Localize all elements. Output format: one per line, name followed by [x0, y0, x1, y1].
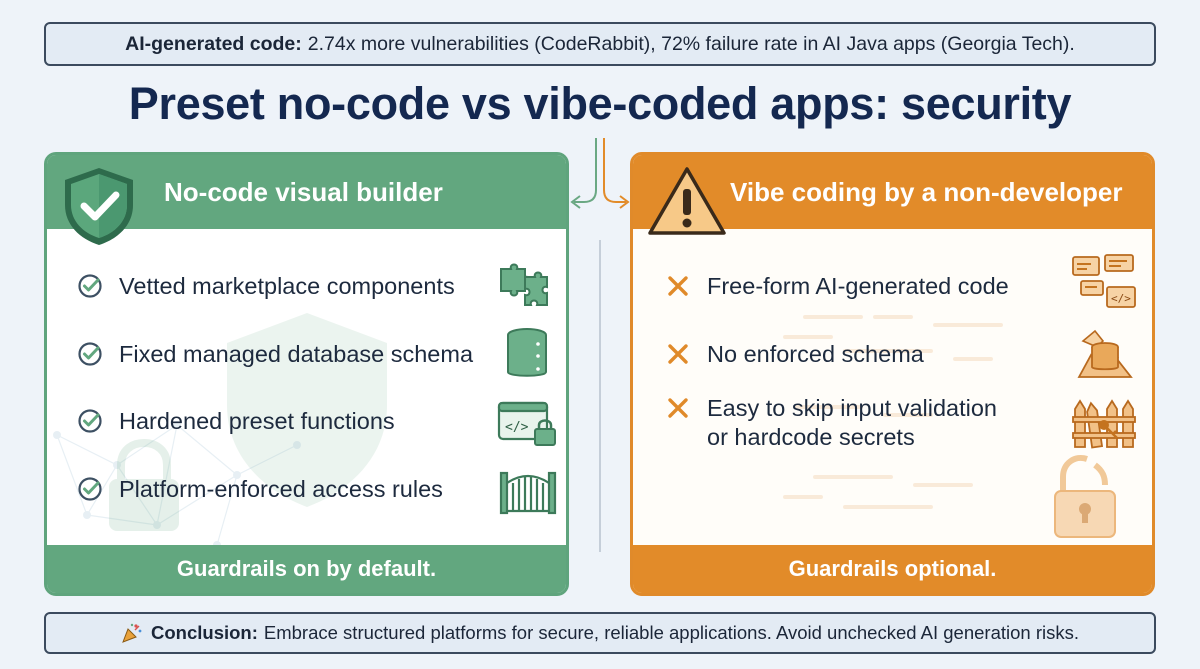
x-mark-icon [668, 344, 688, 364]
conclusion-text: Embrace structured platforms for secure,… [263, 622, 1079, 643]
list-item-label-line1: Easy to skip input validation [707, 395, 997, 421]
faded-shield-icon [227, 313, 387, 507]
vibe-coding-panel-footer: Guardrails optional. [633, 545, 1152, 593]
connector-arrows [570, 138, 630, 209]
warning-icon [648, 167, 726, 235]
list-item-label: No enforced schema [707, 341, 924, 367]
broken-lock-icon [1054, 455, 1116, 538]
list-item: Vetted marketplace components [77, 272, 455, 301]
party-popper-icon [122, 623, 142, 643]
check-circle-icon [78, 409, 102, 433]
no-code-panel: No-code visual builder Vetted marketplac… [44, 152, 569, 596]
list-item: No enforced schema [665, 340, 924, 369]
check-circle-icon [78, 274, 102, 298]
vibe-coding-panel-header: Vibe coding by a non-developer [633, 155, 1152, 229]
stats-banner-text: 2.74x more vulnerabilities (CodeRabbit),… [307, 32, 1075, 55]
svg-text:</>: </> [505, 420, 529, 435]
list-item-label: Free-form AI-generated code [707, 273, 1009, 299]
scattered-code-icon: </> [1072, 254, 1136, 308]
svg-text:</>: </> [1111, 292, 1131, 305]
list-item-label: Vetted marketplace components [119, 273, 455, 299]
broken-fence-icon [1072, 399, 1136, 449]
list-item-label-line2: or hardcode secrets [707, 424, 915, 450]
broken-database-icon [1077, 329, 1133, 378]
shield-check-icon [65, 168, 133, 245]
list-item: Platform-enforced access rules [77, 475, 443, 504]
stats-banner: AI-generated code: 2.74x more vulnerabil… [44, 22, 1156, 66]
list-item: Hardened preset functions [77, 407, 395, 436]
list-item-label: Hardened preset functions [119, 408, 395, 434]
list-item: Fixed managed database schema [77, 340, 473, 369]
faded-code-lines [783, 315, 1003, 509]
check-circle-icon [78, 477, 102, 501]
database-icon [507, 328, 547, 377]
conclusion-banner: Conclusion: Embrace structured platforms… [44, 612, 1156, 654]
center-divider [599, 240, 601, 552]
no-code-panel-title: No-code visual builder [164, 176, 443, 207]
list-item: Free-form AI-generated code [665, 272, 1009, 301]
vibe-coding-panel: Vibe coding by a non-developer Free-form… [630, 152, 1155, 596]
list-item-label: Platform-enforced access rules [119, 476, 443, 502]
code-lock-icon: </> [497, 401, 556, 446]
x-mark-icon [668, 276, 688, 296]
page-title: Preset no-code vs vibe-coded apps: secur… [128, 78, 1072, 129]
faded-lock-icon [109, 438, 179, 531]
x-mark-icon [668, 398, 688, 418]
puzzle-icon [500, 263, 548, 306]
vibe-coding-panel-title: Vibe coding by a non-developer [730, 176, 1123, 207]
conclusion-label: Conclusion: [151, 622, 258, 643]
stats-banner-label: AI-generated code: [125, 32, 302, 55]
gate-icon [499, 471, 557, 515]
check-circle-icon [78, 342, 102, 366]
list-item-label: Fixed managed database schema [119, 341, 474, 367]
list-item: Easy to skip input validation or hardcod… [665, 394, 997, 452]
list-item-label: Easy to skip input validation or hardcod… [707, 394, 997, 452]
no-code-panel-header: No-code visual builder [47, 155, 566, 229]
no-code-panel-footer: Guardrails on by default. [47, 545, 566, 593]
